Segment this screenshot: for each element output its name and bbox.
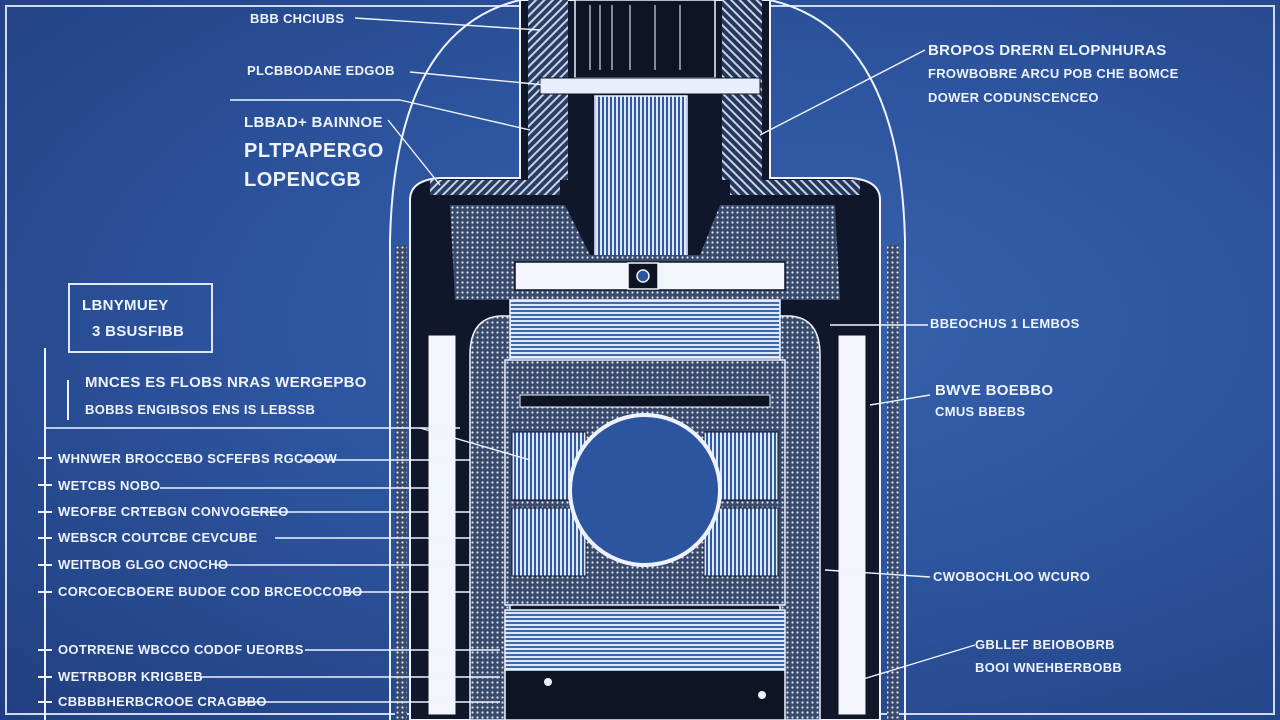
label-right-4: BBEOCHUS 1 LEMBOS: [930, 316, 1080, 331]
label-left-2: PLCBBODANE EDGOB: [247, 63, 395, 78]
left-bracket-ticks: [38, 457, 52, 703]
label-left-9: WETCBS NOBO: [58, 478, 161, 493]
label-left-1: BBB CHCIUBS: [250, 11, 345, 26]
quadrant-bl: [511, 507, 587, 577]
label-right-8: GBLLEF BEIOBOBRB: [975, 637, 1115, 652]
label-right-2: FROWBOBRE ARCU POB CHE BOMCE: [928, 66, 1179, 81]
legend-box: [68, 283, 213, 353]
label-right-9: BOOI WNEHBERBOBB: [975, 660, 1123, 675]
left-side-bar: [427, 334, 457, 716]
outer-dome-outline: [389, 0, 906, 720]
label-left-4: PLTPAPERGO: [244, 140, 384, 162]
label-left-5: LOPENCGB: [244, 169, 362, 191]
neck-band: [539, 77, 761, 95]
label-left-12: WEITBOB GLGO CNOCHO: [58, 557, 229, 572]
label-left-16: CBBBBHERBCROOE CRAGBBO: [58, 694, 267, 709]
label-left-7: BOBBS ENGIBSOS ENS IS LEBSSB: [85, 402, 316, 417]
center-bore: [568, 413, 722, 567]
neck-top-block: [574, 0, 716, 79]
label-left-11: WEBSCR COUTCBE CEVCUBE: [58, 530, 258, 545]
label-left-6: MNCES ES FLOBS NRAS WERGEPBO: [85, 374, 367, 391]
label-right-6: CMUS BBEBS: [935, 404, 1026, 419]
label-left-10: WEOFBE CRTEBGN CONVOGEREO: [58, 504, 289, 519]
legend-line-2: 3 BSUSFIBB: [92, 323, 185, 340]
label-right-7: CWOBOCHLOO WCURO: [933, 569, 1091, 584]
label-right-5: BWVE BOEBBO: [935, 382, 1054, 399]
upper-plate-stack: [509, 299, 781, 359]
leader-lines: [45, 17, 976, 703]
label-left-15: WETRBOBR KRIGBEB: [58, 669, 203, 684]
lower-plate: [504, 609, 786, 671]
label-left-3: LBBAD+ BAINNOE: [244, 114, 383, 131]
label-left-8: WHNWER BROCCEBO SCFEFBS RGCOOW: [58, 451, 338, 466]
label-right-3: DOWER CODUNSCENCEO: [928, 90, 1099, 105]
label-left-13: CORCOECBOERE BUDOE COD BRCEOCCOBO: [58, 584, 363, 599]
quadrant-br: [703, 507, 779, 577]
central-column: [594, 95, 688, 262]
label-right-1: BROPOS DRERN ELOPNHURAS: [928, 42, 1167, 59]
label-left-14: OOTRRENE WBCCO CODOF UEORBS: [58, 642, 304, 657]
legend-line-1: LBNYMUEY: [82, 297, 169, 314]
right-side-bar: [837, 334, 867, 716]
